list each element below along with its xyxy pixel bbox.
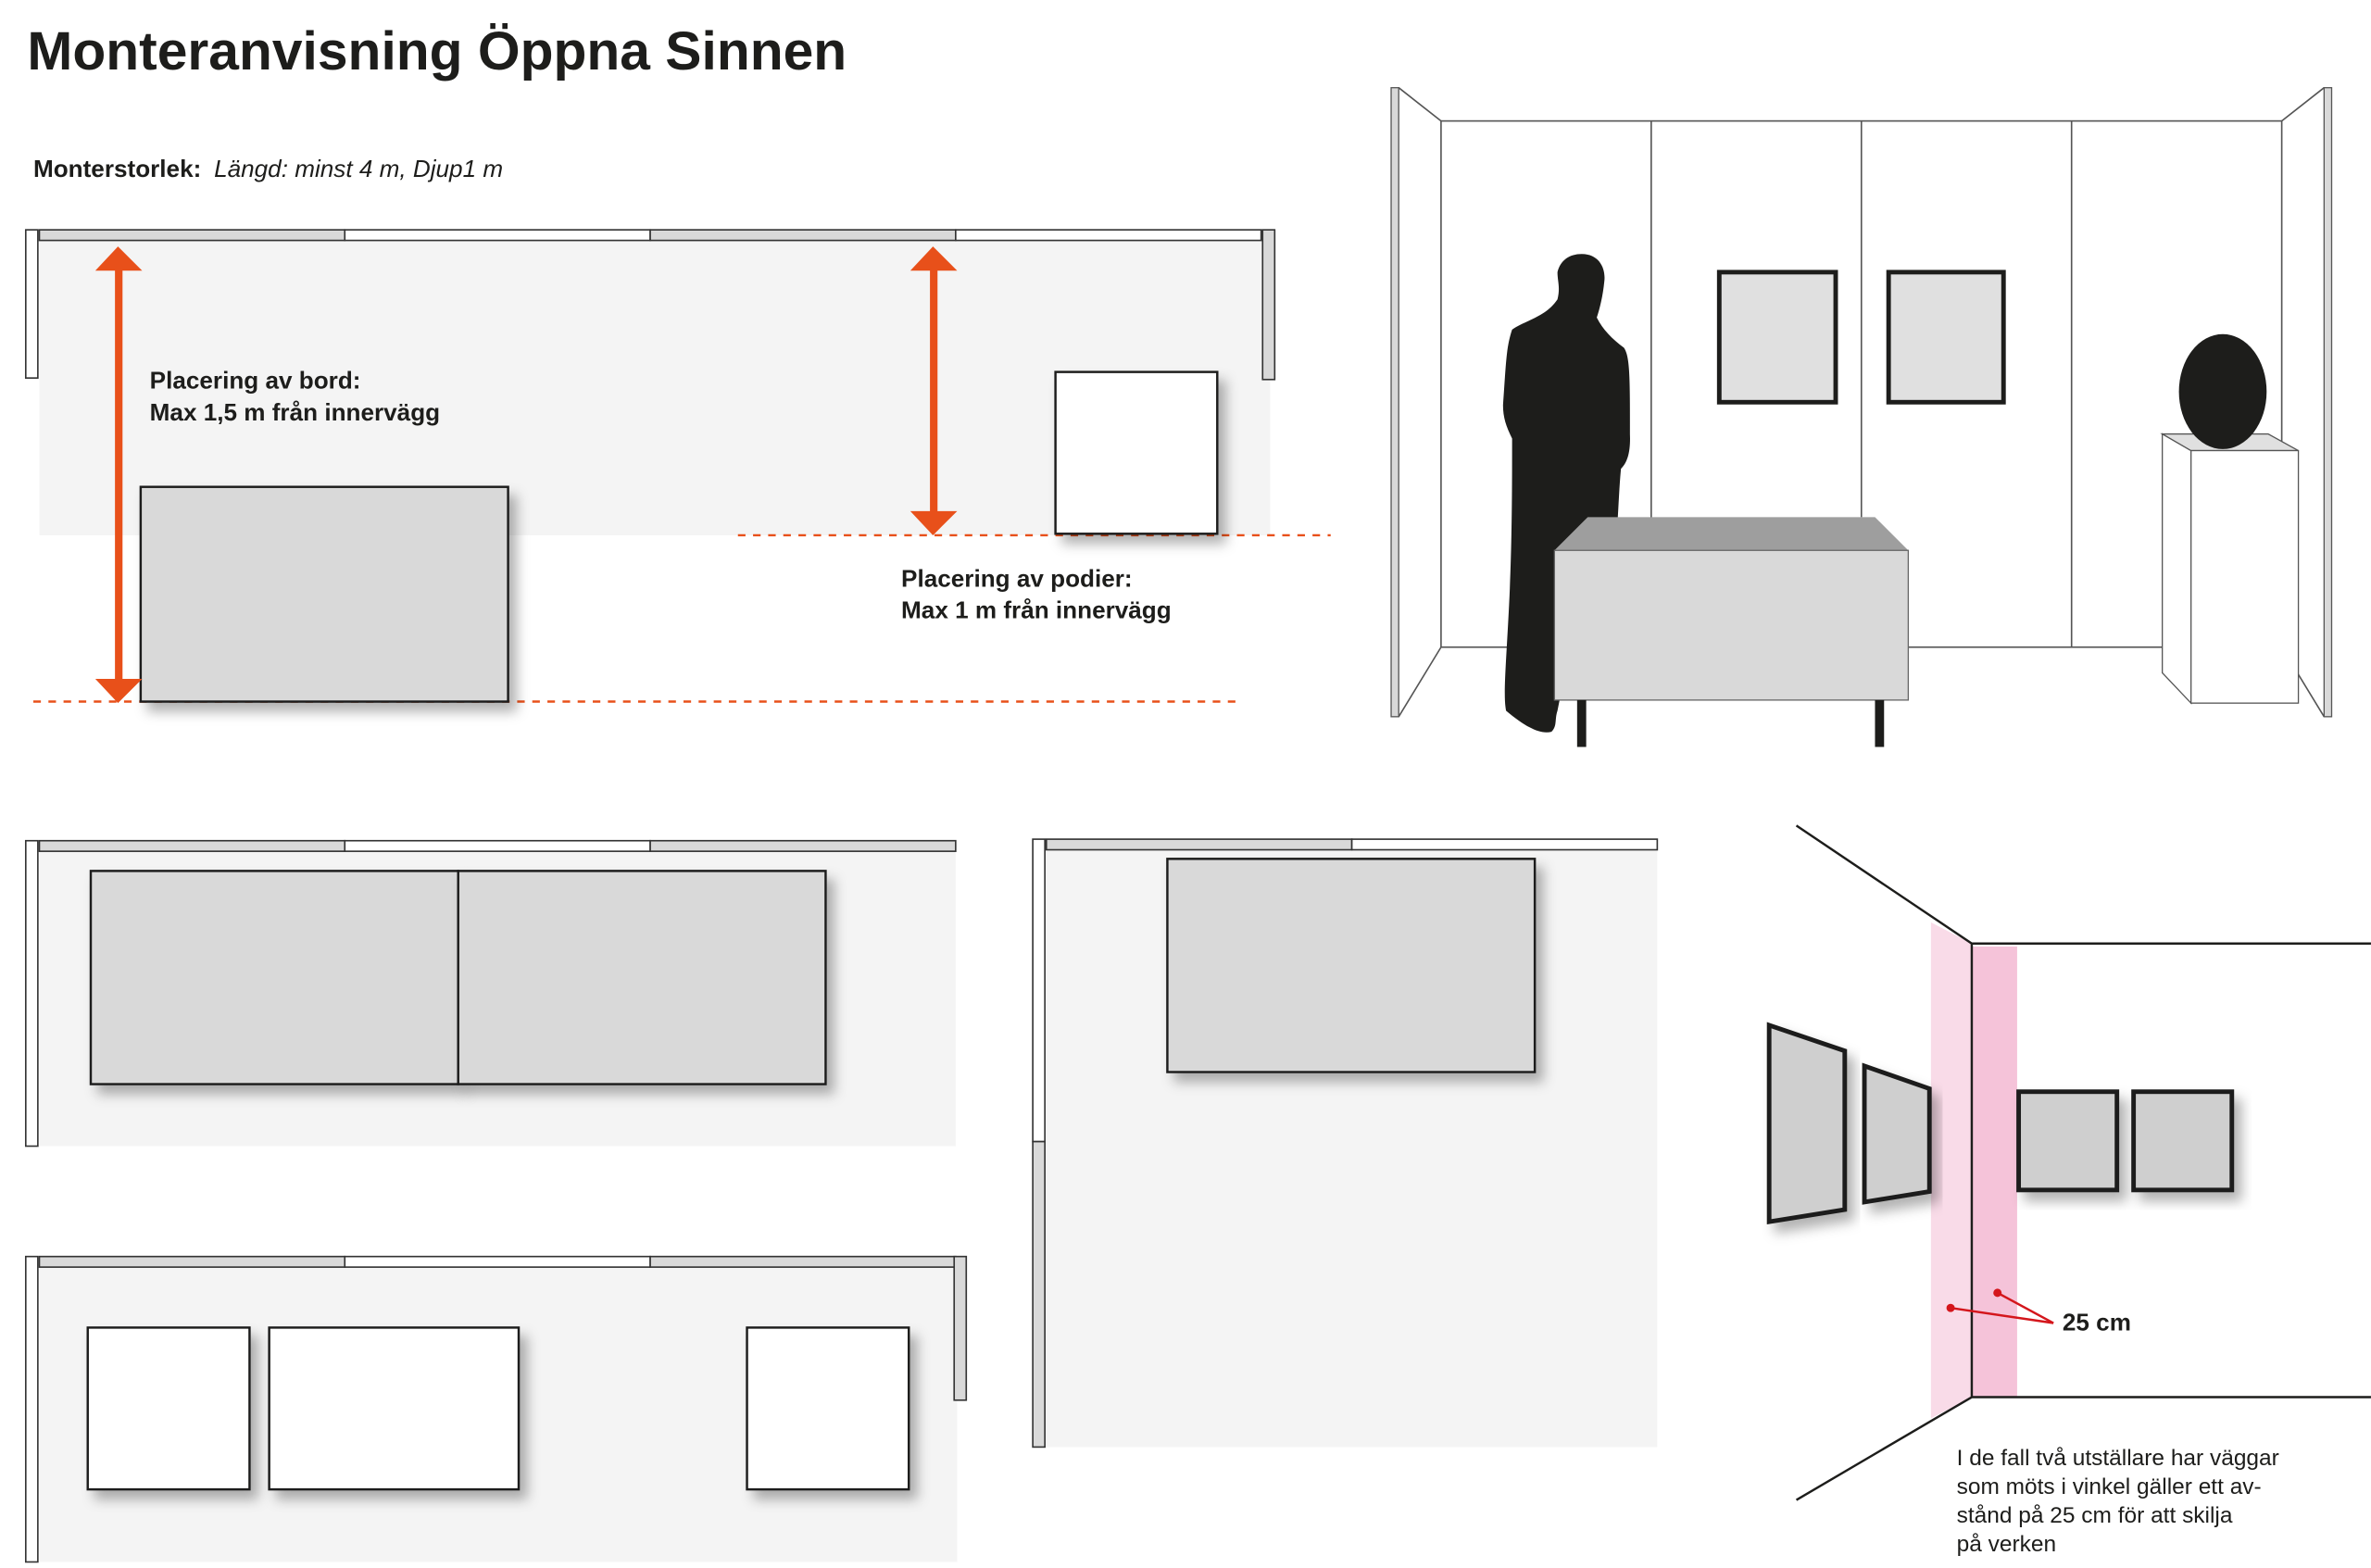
spacing-zone: [1971, 947, 2017, 1398]
booth-size-label: Monterstorlek:: [33, 155, 201, 182]
table-placement-rule: Max 1,5 m från innervägg: [150, 398, 440, 426]
podium: [86, 1326, 251, 1491]
artwork-frame: [2016, 1089, 2120, 1193]
artwork-frame: [1716, 270, 1838, 405]
podium-placement-title: Placering av podier:: [901, 564, 1133, 592]
artwork-frame: [2131, 1089, 2235, 1193]
side-wall: [24, 1255, 39, 1563]
booth-size: Monterstorlek: Längd: minst 4 m, Djup1 m: [33, 155, 503, 182]
table: [1166, 858, 1537, 1073]
plan-corner-booth: [1032, 838, 1659, 1449]
table-distance-arrow: [94, 246, 143, 704]
spacing-zone: [1930, 922, 1972, 1419]
side-wall: [24, 839, 39, 1148]
booth-perspective: [1390, 87, 2333, 747]
plan-two-tables: [24, 839, 957, 1148]
table: [457, 870, 827, 1085]
table: [89, 870, 459, 1085]
side-wall: [953, 1255, 968, 1401]
corner-note-line: stånd på 25 cm för att skilja: [1957, 1503, 2233, 1528]
wall-panel: [955, 229, 1262, 242]
table-leg: [1875, 699, 1885, 747]
side-wall: [1032, 838, 1046, 1143]
podium: [268, 1326, 521, 1491]
artwork-frame: [1766, 1022, 1848, 1225]
table: [1553, 549, 1910, 701]
corner-spacing-diagram: 25 cm I de fall två utställare har vägga…: [1766, 824, 2371, 1557]
table: [139, 485, 509, 703]
side-wall: [2323, 87, 2333, 718]
pedestal: [2190, 449, 2300, 704]
sculpture: [2178, 333, 2267, 449]
booth-size-value: Längd: minst 4 m, Djup1 m: [214, 155, 503, 182]
side-wall: [1261, 229, 1276, 381]
podium: [746, 1326, 910, 1491]
side-wall: [1032, 1140, 1046, 1449]
corner-note-line: I de fall två utställare har väggar: [1957, 1446, 2279, 1471]
side-wall: [24, 229, 39, 379]
person-silhouette: [1502, 254, 1630, 733]
corner-note-line: som möts i vinkel gäller ett av-: [1957, 1474, 2262, 1499]
distance-label: 25 cm: [2063, 1309, 2131, 1336]
table-placement-title: Placering av bord:: [150, 367, 361, 395]
plan-podiums: [24, 1255, 968, 1563]
pedestal-side: [2162, 433, 2192, 705]
podium: [1054, 370, 1219, 535]
table-leg: [1576, 699, 1587, 747]
artwork-frame: [1886, 270, 2006, 405]
corner-note-line: på verken: [1957, 1532, 2056, 1557]
podium-placement-rule: Max 1 m från innervägg: [901, 596, 1172, 624]
podium-distance-arrow: [910, 246, 958, 535]
side-wall: [1390, 87, 1399, 718]
artwork-frame: [1862, 1062, 1932, 1205]
wall-panel: [38, 229, 346, 242]
wall-panel: [649, 229, 957, 242]
plan-placement: Placering av bord: Max 1,5 m från innerv…: [24, 229, 1331, 704]
page-title: Monteranvisning Öppna Sinnen: [27, 21, 847, 82]
distance-pointer: [1946, 1288, 2054, 1324]
table-top: [1554, 517, 1909, 551]
wall-panel: [344, 229, 651, 242]
